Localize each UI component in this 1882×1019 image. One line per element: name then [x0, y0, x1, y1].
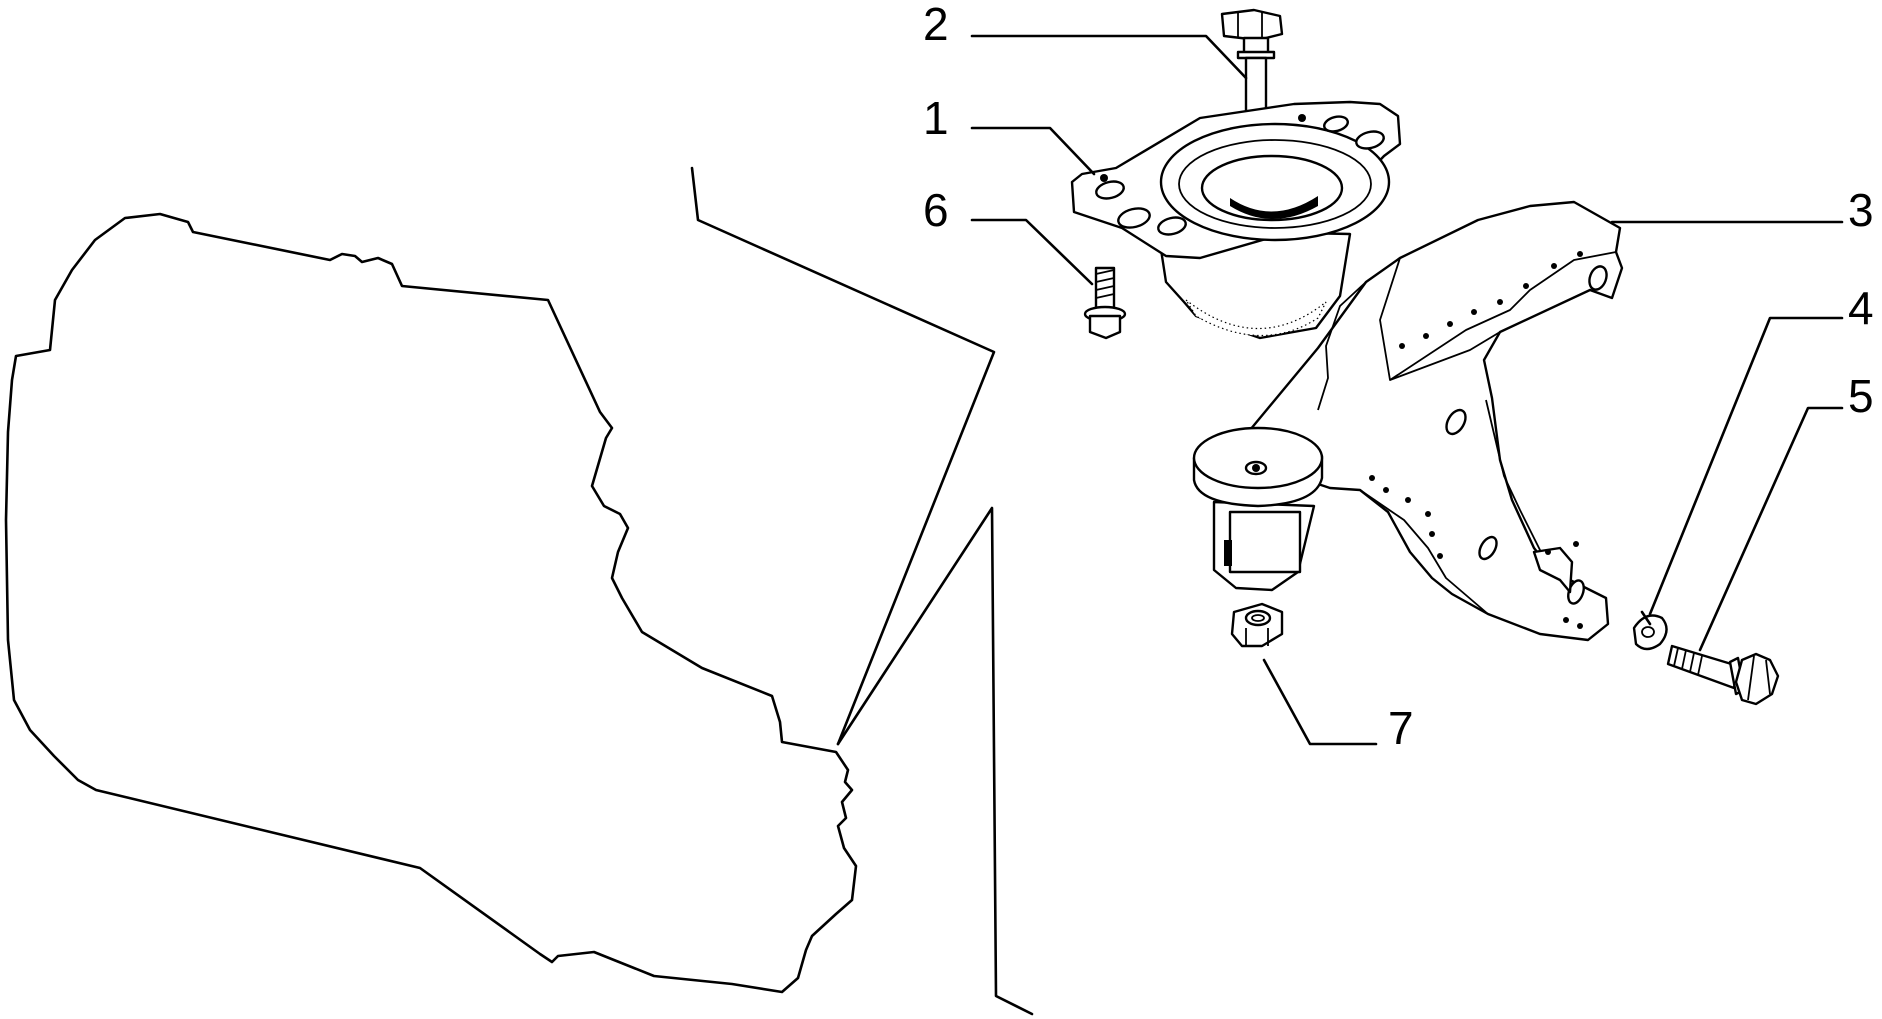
bracket-arm-part-3	[1248, 200, 1624, 642]
frame-reference-lines	[690, 166, 1034, 1016]
callout-2: 2	[923, 0, 949, 50]
callout-labels: 2 1 6 3 4 5 7	[923, 0, 1874, 754]
lower-rubber-mount	[1192, 426, 1324, 592]
callout-3: 3	[1848, 184, 1874, 236]
callout-5: 5	[1848, 370, 1874, 422]
flange-screw-part-6	[1083, 266, 1127, 340]
callout-leader-lines	[970, 34, 1844, 746]
hex-bolt-part-5	[1666, 644, 1780, 706]
gearbox-housing-outline	[4, 212, 858, 994]
callout-7: 7	[1388, 702, 1414, 754]
callout-6: 6	[923, 184, 949, 236]
upper-mount-part-1	[1070, 100, 1402, 340]
lock-washer-part-4	[1632, 610, 1668, 651]
nut-part-7	[1230, 602, 1284, 648]
callout-1: 1	[923, 92, 949, 144]
callout-4: 4	[1848, 282, 1874, 334]
